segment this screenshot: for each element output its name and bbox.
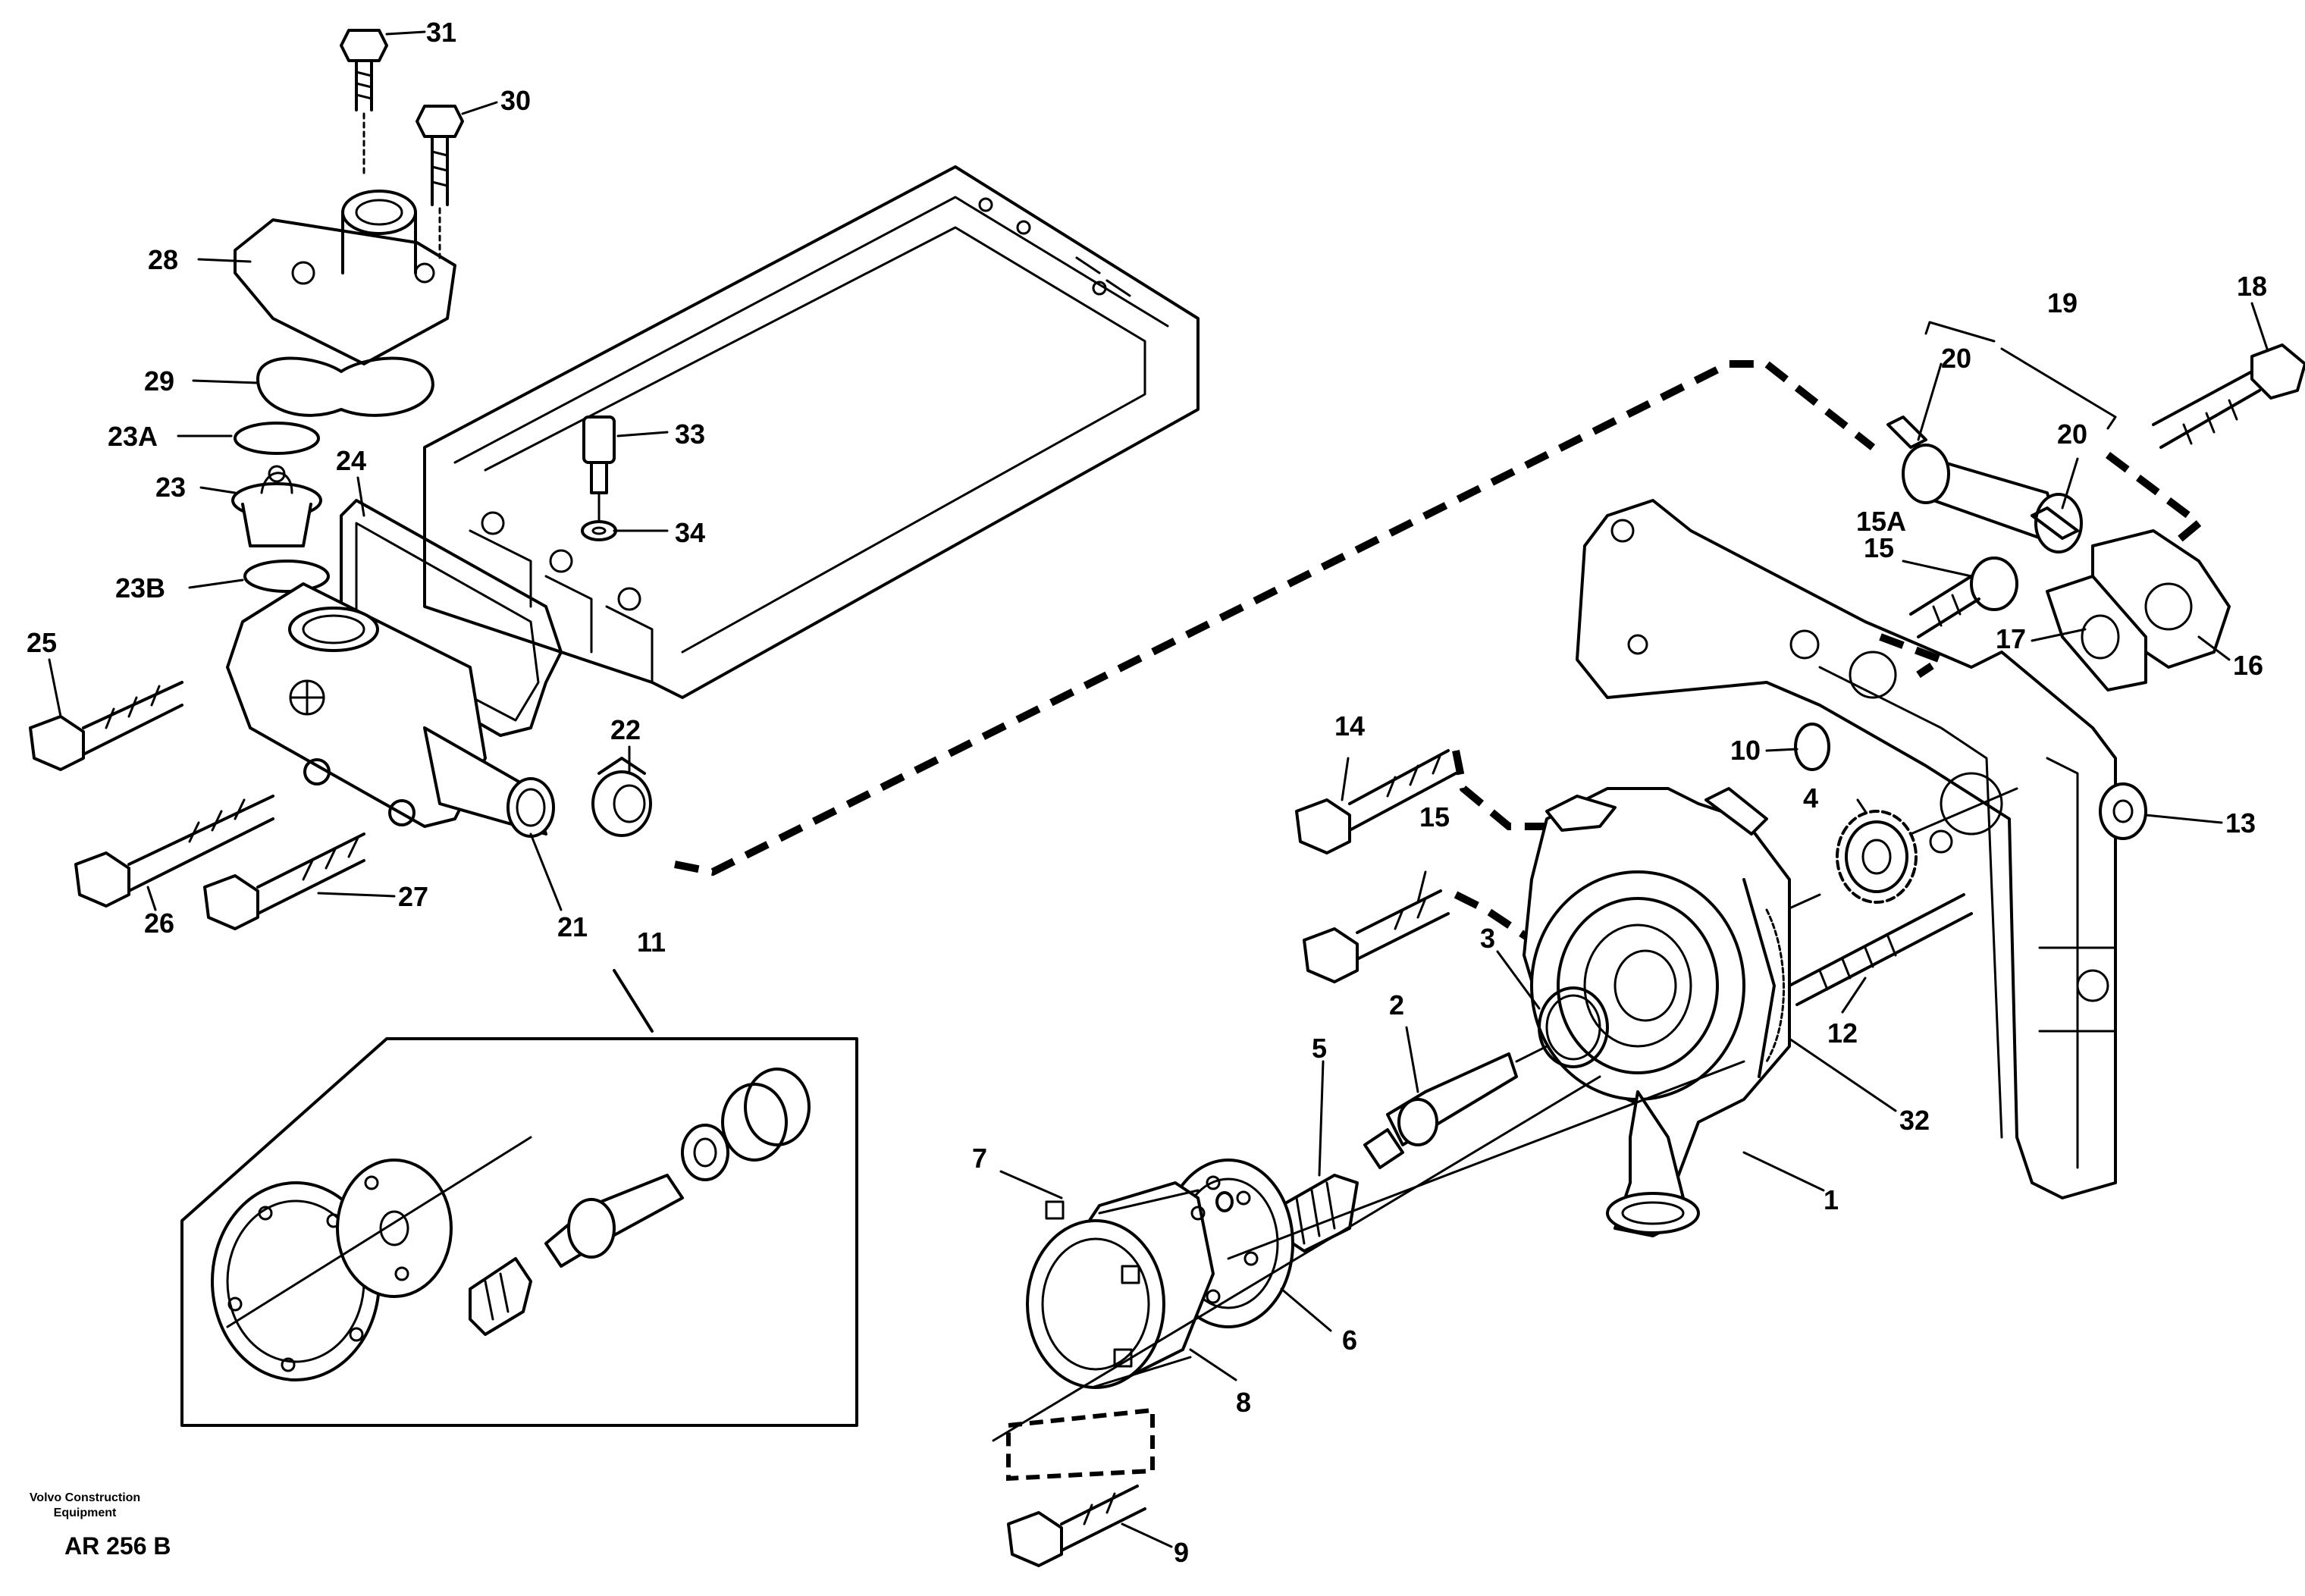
thermostat-housing: [226, 582, 555, 838]
dashed-bolt-marker: [1006, 1407, 1155, 1482]
housing-gasket: [256, 356, 434, 417]
nut-13: [2099, 782, 2147, 840]
bolt-9: [1007, 1485, 1146, 1567]
o-ring-23a: [234, 422, 320, 455]
callout-22: 22: [610, 714, 641, 745]
pump-shaft: [1363, 1045, 1548, 1169]
callout-21: 21: [557, 911, 588, 942]
callout-3: 3: [1480, 923, 1495, 954]
callout-30: 30: [500, 85, 531, 116]
callout-7: 7: [972, 1143, 987, 1174]
bypass-hose: [1886, 415, 2083, 553]
drawing-reference: AR 256 B: [64, 1532, 171, 1560]
callout-9: 9: [1174, 1537, 1189, 1568]
callout-26: 26: [144, 908, 174, 939]
callout-14: 14: [1334, 710, 1365, 742]
dashed-assembly-line: [674, 360, 1876, 876]
callout-1: 1: [1824, 1184, 1839, 1215]
gasket-17: [2046, 575, 2147, 691]
temperature-sensor: [581, 415, 617, 541]
callout-11: 11: [637, 927, 666, 958]
callout-24: 24: [336, 445, 366, 476]
washer-27: [388, 799, 416, 826]
callout-18: 18: [2237, 271, 2267, 302]
callout-15a: 15A: [1856, 506, 1906, 537]
callout-29: 29: [144, 365, 174, 397]
callout-15-upper: 15: [1864, 532, 1894, 563]
callout-labels: 31 30 28 29 23A 23 24 23B 25 26 27 21 22…: [27, 17, 2267, 1568]
callout-10: 10: [1730, 735, 1761, 766]
callout-16: 16: [2233, 650, 2263, 681]
callout-25: 25: [27, 627, 57, 658]
thermostat-housing-cover: [234, 190, 456, 365]
callout-13: 13: [2225, 807, 2256, 839]
stud-12: [1788, 893, 1973, 1006]
callout-2: 2: [1389, 989, 1404, 1021]
callout-31: 31: [426, 17, 456, 48]
callout-34: 34: [675, 517, 705, 548]
bolt-27: [203, 832, 365, 930]
o-ring-23b: [243, 560, 330, 593]
bolt-14: [1295, 749, 1457, 854]
bolt-31: [340, 29, 388, 176]
callout-23a: 23A: [108, 421, 158, 452]
bolt-18: [2152, 343, 2305, 449]
callout-5: 5: [1312, 1033, 1327, 1064]
bolt-26: [74, 795, 274, 908]
brand-line-2: Equipment: [54, 1507, 117, 1519]
callout-33: 33: [675, 419, 705, 450]
leader-lines: [48, 30, 2269, 1548]
bolt-30: [416, 105, 464, 259]
o-ring-10: [1794, 723, 1830, 771]
callout-27: 27: [398, 881, 428, 912]
pump-cover: [1026, 1181, 1215, 1389]
bolt-15-lower: [1303, 889, 1450, 983]
callout-15-lower: 15: [1419, 801, 1450, 832]
drawing-footer: Volvo Construction Equipment AR 256 B: [30, 1491, 171, 1560]
callout-12: 12: [1827, 1017, 1858, 1049]
thermostat: [231, 465, 322, 547]
callout-32: 32: [1899, 1105, 1930, 1136]
callout-20b: 20: [2057, 419, 2087, 450]
callout-6: 6: [1342, 1325, 1357, 1356]
washer-26: [303, 758, 331, 785]
callout-4: 4: [1803, 782, 1818, 814]
timing-gear-housing: [1576, 499, 2117, 1199]
bolt-25: [29, 681, 183, 771]
plug: [591, 757, 652, 837]
callout-19: 19: [2047, 287, 2078, 318]
bolt-15-upper: [1909, 557, 2018, 638]
water-pump-housing: [1523, 787, 1791, 1237]
callout-28: 28: [148, 244, 178, 275]
callout-23b: 23B: [115, 572, 165, 604]
brand-line-1: Volvo Construction: [30, 1491, 140, 1504]
o-ring-3: [1538, 986, 1609, 1068]
callout-20a: 20: [1941, 343, 1971, 374]
callout-8: 8: [1236, 1387, 1251, 1418]
callout-17: 17: [1996, 623, 2026, 654]
callout-23: 23: [155, 472, 186, 503]
cylinder-head: [423, 165, 1200, 699]
inset-detail-11: [180, 969, 858, 1427]
